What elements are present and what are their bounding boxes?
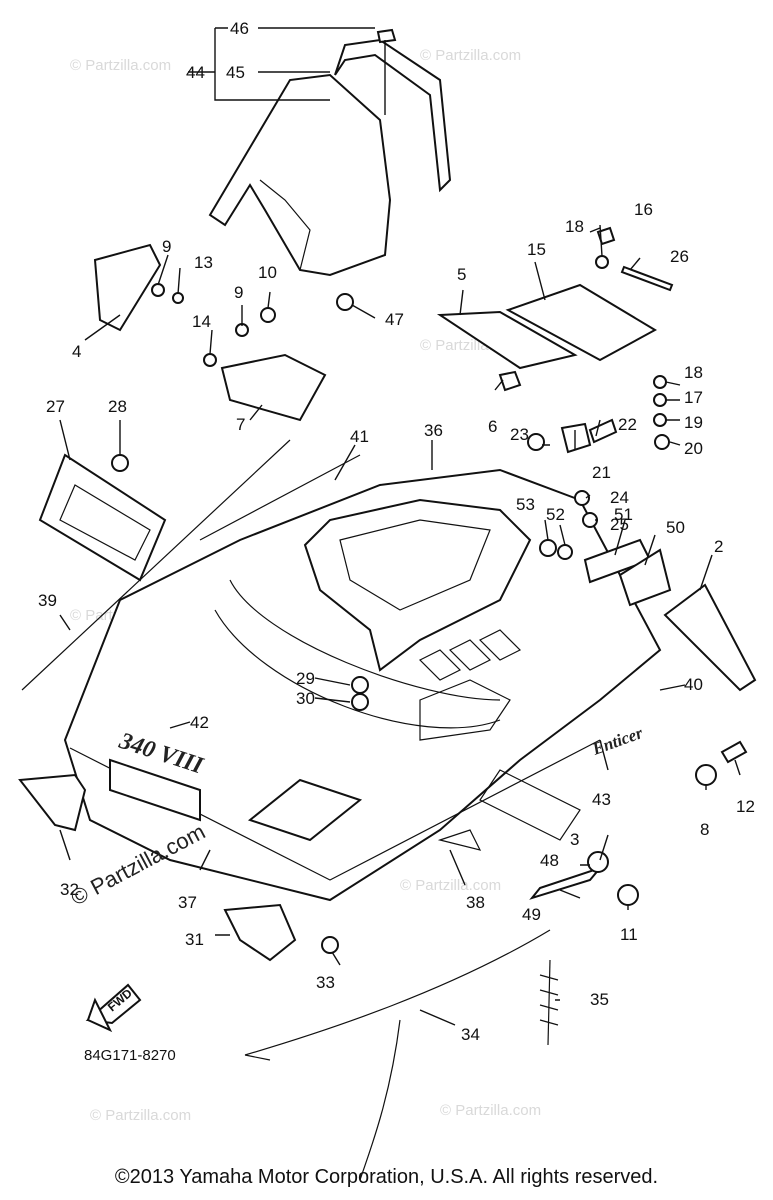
callout-22: 22 bbox=[618, 415, 637, 434]
callout-40: 40 bbox=[684, 675, 703, 694]
callout-44: 44 bbox=[186, 63, 205, 82]
callout-30: 30 bbox=[296, 689, 315, 708]
callout-47: 47 bbox=[385, 310, 404, 329]
callout-10: 10 bbox=[258, 263, 277, 282]
callout-7: 7 bbox=[236, 415, 245, 434]
hardware-parts bbox=[18, 226, 748, 1181]
callout-48: 48 bbox=[540, 851, 559, 870]
windshield-part bbox=[208, 28, 452, 277]
callout-14: 14 bbox=[192, 312, 211, 331]
callout-37: 37 bbox=[178, 893, 197, 912]
callout-15: 15 bbox=[527, 240, 546, 259]
callout-38: 38 bbox=[466, 893, 485, 912]
callout-26: 26 bbox=[670, 247, 689, 266]
callout-5: 5 bbox=[457, 265, 466, 284]
callout-labels: 46 44 45 9 13 10 9 14 4 7 47 5 15 16 18 … bbox=[38, 19, 755, 1044]
copyright-notice: ©2013 Yamaha Motor Corporation, U.S.A. A… bbox=[114, 1166, 659, 1188]
callout-28: 28 bbox=[108, 397, 127, 416]
callout-20: 20 bbox=[684, 439, 703, 458]
fwd-arrow-icon: FWD bbox=[85, 983, 142, 1033]
callout-49: 49 bbox=[522, 905, 541, 924]
callout-52: 52 bbox=[546, 505, 565, 524]
callout-11: 11 bbox=[620, 925, 638, 944]
brand-decal: Enticer bbox=[589, 723, 646, 759]
callout-24: 24 bbox=[610, 488, 629, 507]
callout-18: 18 bbox=[684, 363, 703, 382]
callout-39: 39 bbox=[38, 591, 57, 610]
watermark-text: © Partzilla.com bbox=[440, 1102, 541, 1119]
callout-21: 21 bbox=[592, 463, 611, 482]
callout-6: 6 bbox=[488, 417, 497, 436]
callout-42: 42 bbox=[190, 713, 209, 732]
callout-9: 9 bbox=[162, 237, 171, 256]
side-panels bbox=[21, 243, 757, 900]
callout-9: 9 bbox=[234, 283, 243, 302]
callout-3: 3 bbox=[570, 830, 579, 849]
callout-25: 25 bbox=[610, 515, 629, 534]
callout-27: 27 bbox=[46, 397, 65, 416]
callout-51: 51 bbox=[614, 505, 633, 524]
callout-43: 43 bbox=[592, 790, 611, 809]
callout-8: 8 bbox=[700, 820, 709, 839]
callout-12: 12 bbox=[736, 797, 755, 816]
callout-23: 23 bbox=[510, 425, 529, 444]
diagram-code: 84G171-8270 bbox=[84, 1047, 176, 1064]
callout-53: 53 bbox=[516, 495, 535, 514]
callout-41: 41 bbox=[350, 427, 369, 446]
callout-19: 19 bbox=[684, 413, 703, 432]
callout-50: 50 bbox=[666, 518, 685, 537]
watermark-text: © Partzilla.com bbox=[400, 877, 501, 894]
leader-lines bbox=[59, 27, 741, 1026]
callout-35: 35 bbox=[590, 990, 609, 1009]
watermark-text: © Partzilla.com bbox=[70, 57, 171, 74]
callout-17: 17 bbox=[684, 388, 703, 407]
callout-2: 2 bbox=[714, 537, 723, 556]
callout-32: 32 bbox=[60, 880, 79, 899]
callout-18: 18 bbox=[565, 217, 584, 236]
callout-13: 13 bbox=[194, 253, 213, 272]
callout-46: 46 bbox=[230, 19, 249, 38]
callout-31: 31 bbox=[185, 930, 204, 949]
callout-45: 45 bbox=[226, 63, 245, 82]
callout-36: 36 bbox=[424, 421, 443, 440]
callout-4: 4 bbox=[72, 342, 81, 361]
callout-33: 33 bbox=[316, 973, 335, 992]
watermark-text: © Partzilla.com bbox=[420, 47, 521, 64]
watermark-text: © Partzilla.com bbox=[90, 1107, 191, 1124]
callout-34: 34 bbox=[461, 1025, 480, 1044]
callout-16: 16 bbox=[634, 200, 653, 219]
callout-29: 29 bbox=[296, 669, 315, 688]
